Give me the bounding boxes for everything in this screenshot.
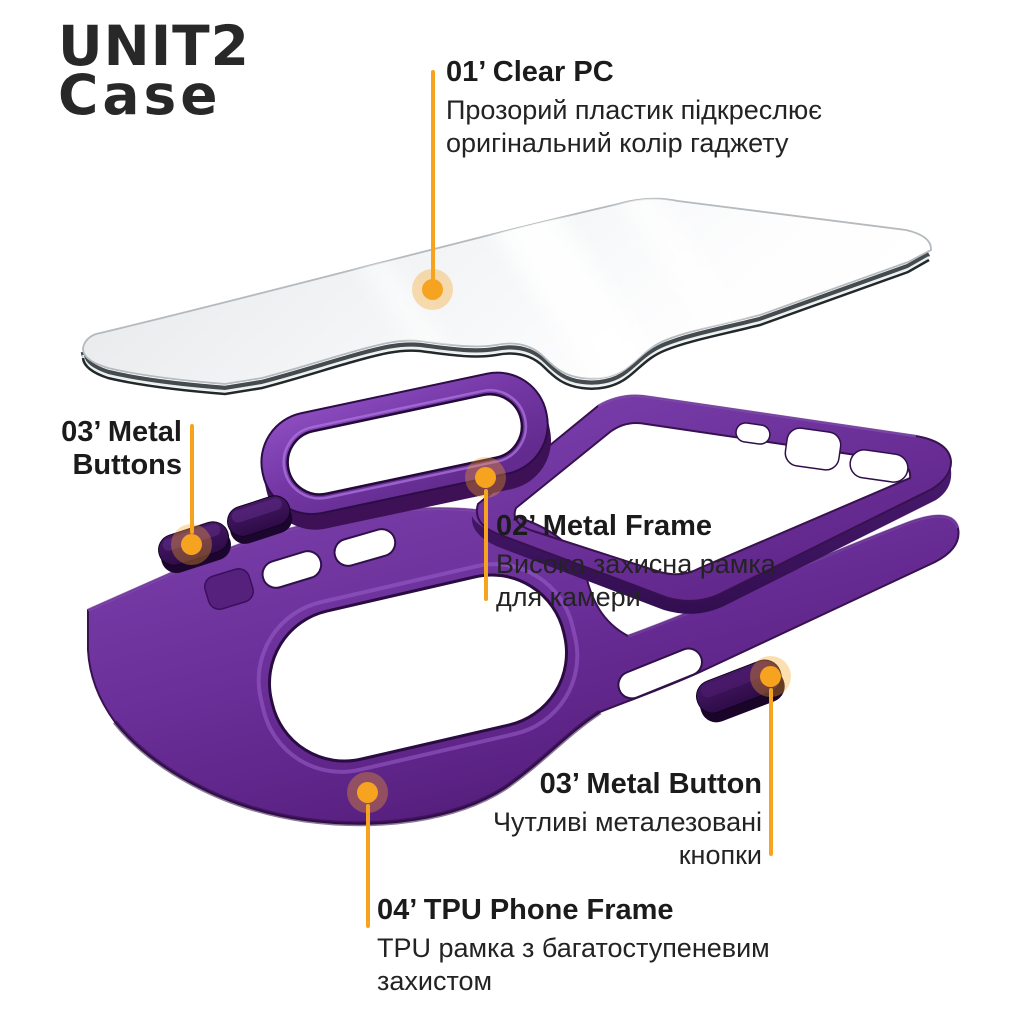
callout-dot-03a — [171, 524, 212, 565]
callout-dot-04 — [347, 772, 388, 813]
callout-dot-02 — [465, 457, 506, 498]
callout-title-03a-line1: 03’ Metal — [61, 416, 182, 448]
case-slot-cutout-2 — [333, 528, 397, 567]
callout-desc-04-line2: захистом — [377, 966, 493, 996]
callout-dot-03b — [750, 656, 791, 697]
callout-line-02 — [484, 489, 488, 601]
callout-desc-01-line1: Прозорий пластик підкреслює — [446, 95, 823, 125]
callout-line-03b — [769, 688, 773, 856]
metal-button-small-2 — [227, 495, 293, 544]
callout-desc-02-line2: для камери — [496, 582, 641, 612]
callout-desc-02-line1: Висока захисна рамка — [496, 549, 776, 579]
brand-logo: UNIT2 Case — [58, 14, 250, 127]
callout-block-tpu-frame: 04’ TPU Phone Frame TPU рамка з багатост… — [377, 894, 770, 998]
brand-logo-line2: Case — [58, 63, 222, 127]
callout-title-04: 04’ TPU Phone Frame — [377, 894, 674, 926]
callout-title-03b: 03’ Metal Button — [539, 768, 762, 800]
callout-line-01 — [431, 70, 435, 289]
callout-block-metal-button-right: 03’ Metal Button Чутливі металезовані кн… — [442, 768, 762, 872]
callout-block-clear-pc: 01’ Clear PC Прозорий пластик підкреслює… — [446, 56, 822, 160]
callout-dot-01 — [412, 269, 453, 310]
case-button-recess — [204, 568, 254, 610]
brand-logo-line1: UNIT2 — [58, 14, 250, 78]
callout-desc-03b-line1: Чутливі металезовані — [493, 807, 762, 837]
case-camera-hole — [256, 562, 580, 774]
case-side-button-slot — [617, 647, 703, 700]
callout-title-03a-line2: Buttons — [72, 449, 182, 481]
callout-desc-01-line2: оригінальний колір гаджету — [446, 128, 789, 158]
callout-line-04 — [366, 804, 370, 928]
callout-title-02: 02’ Metal Frame — [496, 510, 712, 542]
callout-block-metal-frame: 02’ Metal Frame Висока захисна рамка для… — [496, 510, 776, 614]
callout-line-03a — [190, 424, 194, 534]
frame-cutout-square — [784, 427, 842, 471]
callout-desc-04-line1: TPU рамка з багатоступеневим — [377, 933, 770, 963]
case-slot-cutout-1 — [261, 550, 323, 589]
frame-cutout-mute — [735, 422, 771, 445]
callout-title-01: 01’ Clear PC — [446, 56, 614, 88]
callout-desc-03b-line2: кнопки — [678, 840, 762, 870]
frame-cutout-pill — [849, 449, 909, 483]
tpu-case-body — [87, 507, 960, 827]
callout-block-metal-buttons-left: 03’ Metal Buttons — [30, 416, 182, 482]
